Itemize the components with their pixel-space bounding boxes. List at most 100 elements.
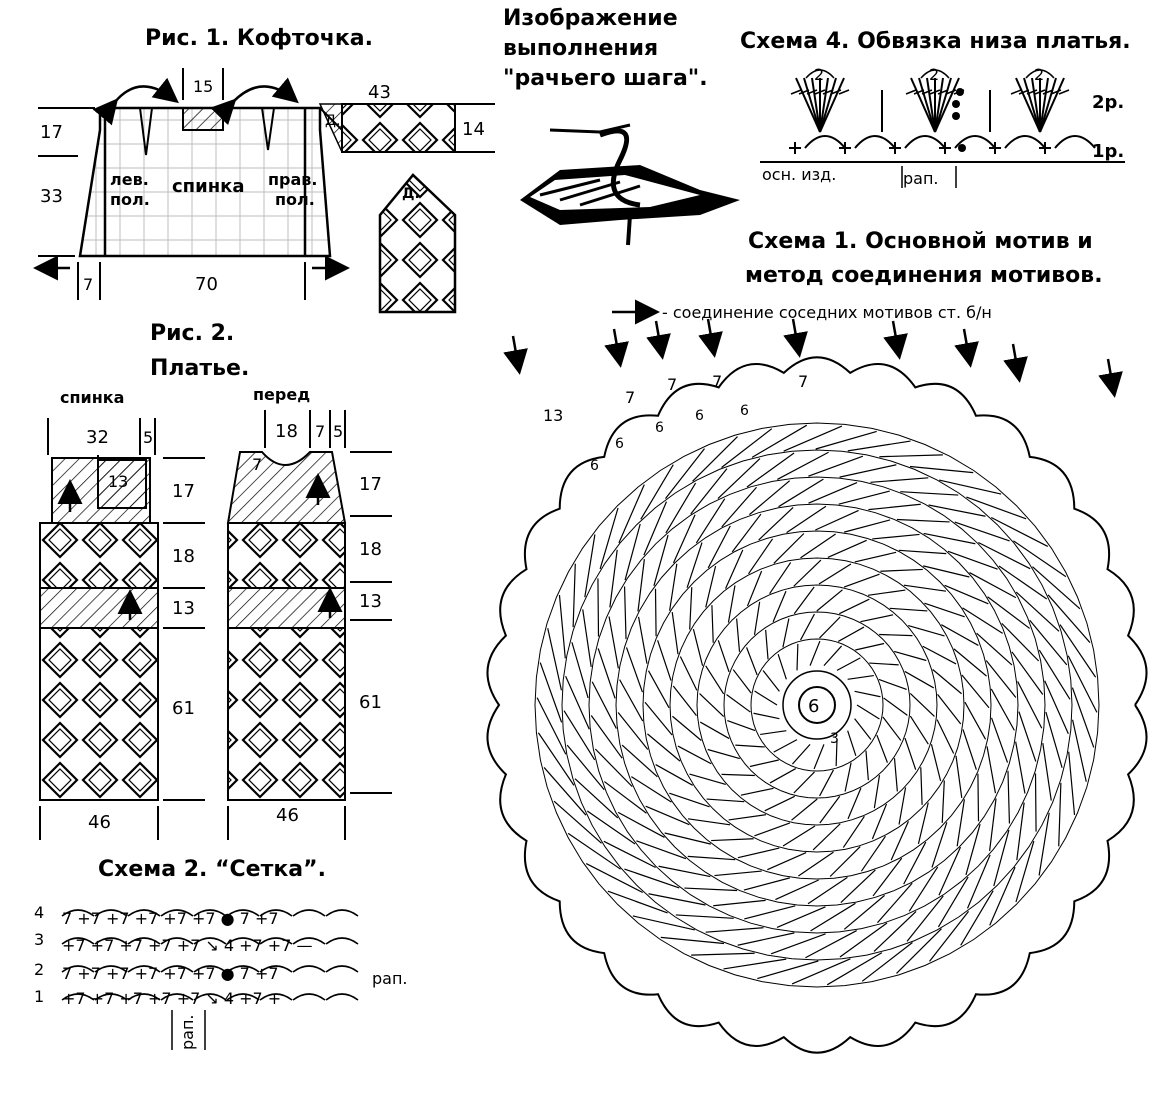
motif-stitch	[762, 670, 780, 692]
mesh-arc	[127, 937, 161, 945]
right-shelf-label-2: пол.	[275, 190, 315, 209]
motif-stitch	[582, 609, 592, 667]
motif-spiral-rows	[534, 422, 1100, 988]
motif-scalloped-border	[486, 356, 1148, 1054]
fan-bar	[1026, 89, 1038, 95]
arc-label-5: 7	[798, 372, 808, 391]
dress-front-label: перед	[253, 385, 310, 404]
fan-stitch	[819, 77, 829, 133]
motif-stitch	[872, 533, 920, 540]
motif-stitch	[900, 491, 959, 496]
motif-stitch	[1018, 711, 1037, 762]
motif-stitch	[748, 538, 774, 575]
motif-stitch	[878, 678, 907, 691]
scheme-2-mesh: Схема 2. “Сетка”. 4 7 +7 +7 +7 +7 +7 ● 7…	[34, 857, 408, 1050]
motif-stitch	[725, 549, 744, 589]
fan-bar	[1010, 89, 1022, 95]
motif-stitch	[928, 504, 986, 517]
motif-stitch	[735, 744, 765, 748]
motif-stitch	[843, 894, 885, 930]
fan-top	[1025, 69, 1055, 79]
motif-center-count: 6	[808, 696, 819, 717]
motif-stitch	[903, 584, 947, 592]
motif-ring	[615, 503, 1019, 907]
motif-stitch	[572, 563, 576, 628]
motif-stitch	[836, 657, 861, 671]
motif-stitch	[835, 739, 838, 767]
motif-stitch	[654, 588, 657, 637]
dress-back-label: спинка	[60, 388, 124, 407]
motif-stitch	[749, 480, 791, 516]
motif-stitch	[699, 721, 730, 740]
mesh-arc	[61, 965, 95, 973]
motif-stitch	[677, 745, 712, 765]
arc-label-4: 7	[712, 372, 722, 391]
motif-stitch	[819, 795, 841, 824]
motif-stitch	[687, 855, 736, 861]
dim-width: 70	[195, 274, 218, 295]
mesh-arc	[94, 965, 128, 973]
back-lattice-2	[39, 627, 159, 801]
motif-stitch	[782, 825, 816, 847]
motif-stitch	[931, 822, 948, 868]
front-bottom: 46	[276, 805, 299, 826]
mesh-arc	[193, 937, 227, 945]
join-arrows	[503, 318, 1123, 398]
join-arrow	[646, 320, 671, 360]
scheme-1-title-2: метод соединения мотивов.	[745, 263, 1103, 288]
motif-stitch	[636, 840, 687, 860]
fan-stitch	[1015, 77, 1041, 133]
mesh-arc	[226, 993, 260, 1001]
motif-stitch	[776, 906, 826, 928]
motif-stitch	[818, 563, 852, 585]
back-shoulder: 5	[143, 428, 153, 447]
scheme-1-motif: Схема 1. Основной мотив и метод соединен…	[486, 229, 1148, 1054]
motif-stitch	[1011, 651, 1044, 695]
motif-stitch	[1047, 594, 1091, 643]
mesh-arc	[259, 993, 293, 1001]
motif-stitch	[775, 879, 819, 901]
motif-stitch	[808, 455, 864, 477]
motif-stitch	[619, 679, 644, 722]
motif-stitch	[813, 744, 825, 770]
mesh-arc	[325, 909, 359, 917]
motif-stitch	[985, 660, 1017, 698]
motif-stitch	[721, 773, 755, 777]
dim-neck-width: 15	[193, 77, 213, 96]
motif-stitch	[691, 952, 755, 956]
motif-stitch	[879, 454, 943, 458]
mesh-arc	[160, 909, 194, 917]
motif-stitch	[653, 534, 669, 586]
stitch-title-1: Изображение	[503, 6, 678, 31]
motif-stitch	[687, 818, 731, 826]
motif-stitch	[644, 701, 673, 736]
dim-sleeve-width: 14	[462, 119, 485, 140]
motif-stitch	[826, 952, 883, 986]
stitch-illustration: Изображение выполнения "рачьего шага".	[503, 6, 740, 246]
motif-stitch	[758, 506, 794, 541]
dim-yoke-height: 17	[40, 122, 63, 143]
join-arrow	[954, 328, 979, 368]
arc-label-6: 6	[740, 403, 749, 419]
slip-stitch	[952, 100, 960, 108]
fan-bar	[798, 89, 810, 95]
motif-stitch	[977, 773, 980, 822]
fan-stitch	[1039, 77, 1049, 133]
motif-stitch	[840, 869, 876, 904]
motif-stitch	[547, 628, 563, 691]
fan-bar	[806, 89, 818, 95]
motif-stitch	[839, 598, 870, 615]
motif-stitch	[537, 732, 575, 786]
slip-stitch	[956, 88, 964, 96]
motif-stitch	[837, 626, 865, 642]
motif-stitch	[754, 690, 778, 706]
mesh-arc	[61, 993, 95, 1001]
motif-stitch	[773, 739, 798, 753]
mesh-arc	[127, 965, 161, 973]
motif-stitch	[941, 624, 979, 646]
motif-stitch	[617, 712, 649, 750]
motif-stitch	[889, 607, 928, 612]
motif-stitch	[791, 798, 818, 821]
